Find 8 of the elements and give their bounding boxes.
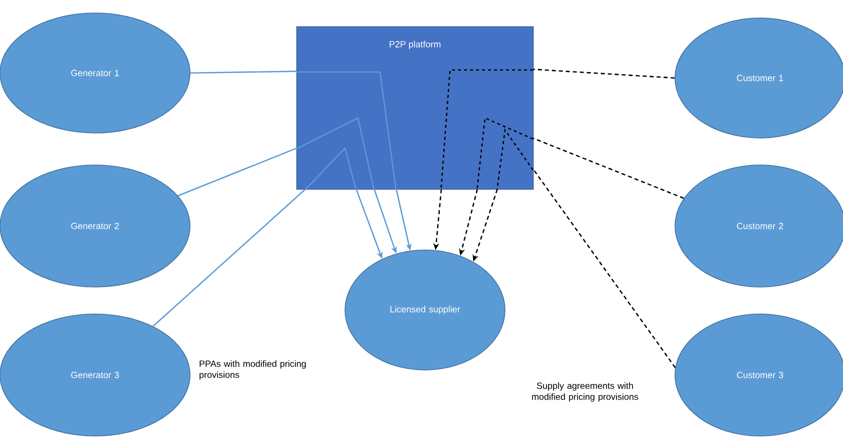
ellipse-node: Generator 3 <box>0 314 190 436</box>
ellipse-node: Customer 1 <box>674 18 843 138</box>
note-text: PPAs with modified pricing provisions <box>200 360 306 380</box>
note-text: Supply agreements with modified pricing provisions <box>532 382 638 402</box>
platform-box: P2P platform <box>296 26 534 190</box>
ellipse-node: Customer 3 <box>674 314 843 436</box>
ellipse-node: Licensed supplier <box>344 250 506 370</box>
ellipse-node: Customer 2 <box>674 164 843 288</box>
